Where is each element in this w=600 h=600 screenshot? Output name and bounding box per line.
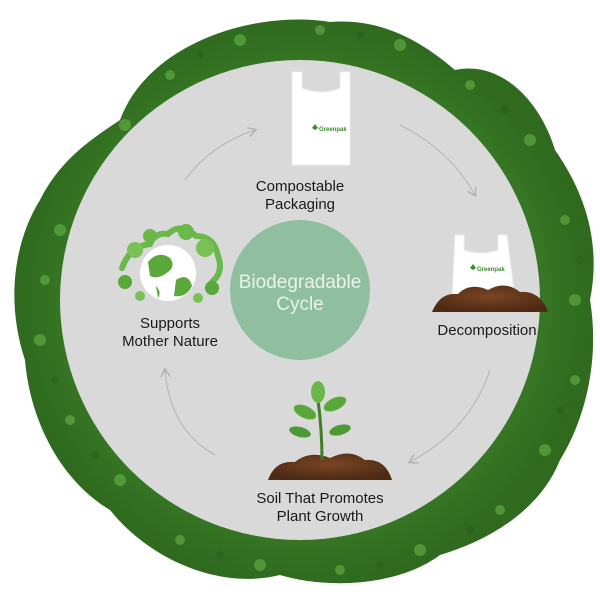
step-label-line1: Soil That Promotes <box>256 490 384 507</box>
step-label-supports-mother-nature: Supports Mother Nature <box>110 315 230 351</box>
step-label-line2: Mother Nature <box>122 333 218 350</box>
arrow-bottom-right <box>410 369 491 462</box>
center-title-line2: Cycle <box>276 294 324 315</box>
arrow-top-left <box>184 130 255 181</box>
bag-in-soil-icon: Greenpak <box>432 234 548 312</box>
step-label-line1: Decomposition <box>437 322 537 339</box>
step-label-decomposition: Decomposition <box>428 322 546 340</box>
step-label-soil-plant-growth: Soil That Promotes Plant Growth <box>250 490 390 526</box>
step-label-line2: Packaging <box>264 196 336 213</box>
green-earth-icon <box>118 224 223 303</box>
step-label-compostable-packaging: Compostable Packaging <box>250 178 350 214</box>
center-title: Biodegradable Cycle <box>230 272 370 316</box>
cycle-arrows <box>165 124 491 462</box>
svg-text:Greenpak: Greenpak <box>319 127 347 133</box>
step-label-line1: Supports <box>139 315 201 332</box>
sprout-icon <box>268 381 392 480</box>
arrow-top-right <box>399 124 475 195</box>
greenpak-logo: Greenpak <box>312 124 347 133</box>
step-label-line1: Compostable <box>255 178 345 195</box>
svg-text:Greenpak: Greenpak <box>477 267 505 273</box>
shopping-bag-icon: Greenpak <box>291 71 351 166</box>
arrow-bottom-left <box>165 370 216 456</box>
step-label-line2: Plant Growth <box>276 508 364 525</box>
center-circle <box>230 220 370 360</box>
center-title-line1: Biodegradable <box>238 272 362 293</box>
